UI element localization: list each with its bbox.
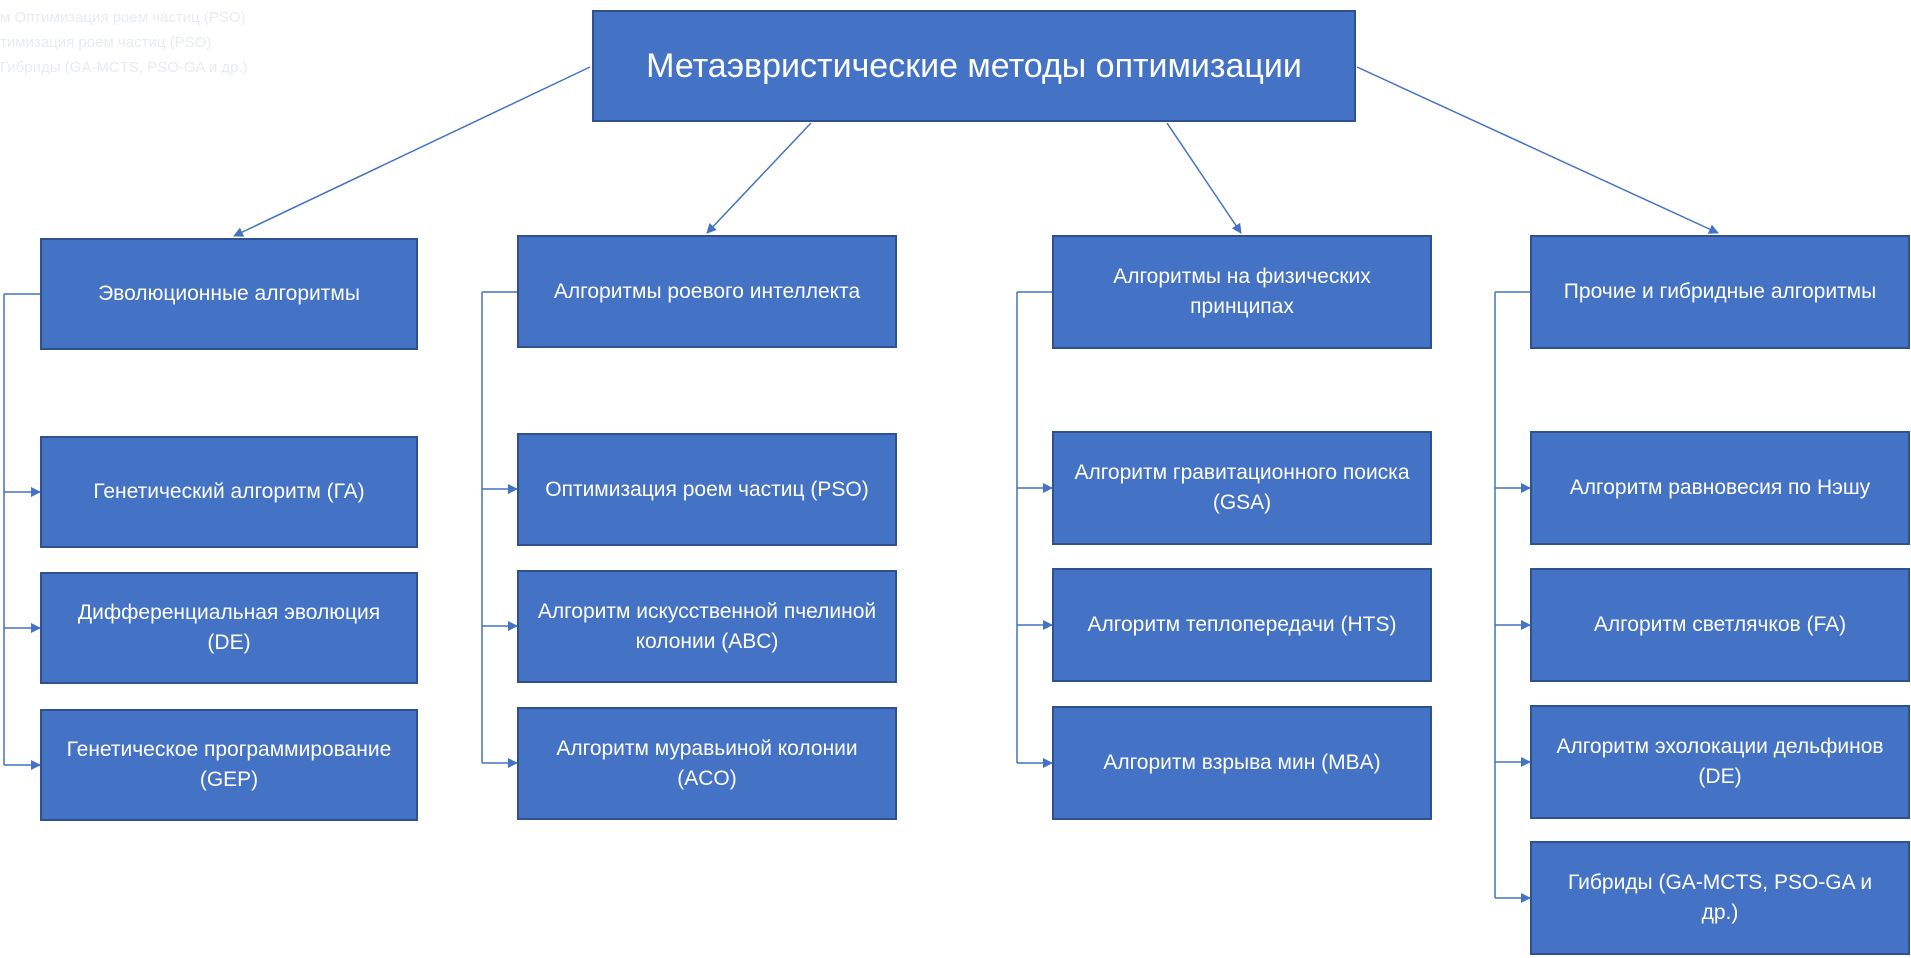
item-label: Гибриды (GA-MCTS, PSO-GA и др.)	[1567, 871, 1873, 924]
item-firefly[interactable]: Алгоритм светлячков (FA)	[1530, 568, 1910, 682]
root-to-branch-4-arrow	[1356, 66, 1719, 234]
item-differential-evolution[interactable]: Дифференциальная эволюция (DE)	[40, 572, 418, 684]
branch-title: Прочие и гибридные алгоритмы	[1563, 280, 1877, 303]
branch-title: Алгоритмы роевого интеллекта	[553, 279, 861, 303]
item-hybrids[interactable]: Гибриды (GA-MCTS, PSO-GA и др.)	[1530, 841, 1910, 955]
root-to-branch-2-arrow	[706, 122, 812, 234]
item-aco[interactable]: Алгоритм муравьиной колонии (ACO)	[517, 707, 897, 820]
item-genetic-programming[interactable]: Генетическое программирование (GEP)	[40, 709, 418, 821]
branch-evolutionary[interactable]: Эволюционные алгоритмы	[40, 238, 418, 350]
item-label: Алгоритм равновесия по Нэшу	[1569, 476, 1871, 499]
item-label: Алгоритм искусственной пчелиной колонии …	[537, 599, 877, 653]
branch-physics-based[interactable]: Алгоритмы на физических принципах	[1052, 235, 1432, 349]
faint-text-line-1: м Оптимизация роем частиц (PSO)	[0, 9, 246, 26]
item-genetic-algorithm[interactable]: Генетический алгоритм (ГА)	[40, 436, 418, 548]
item-pso[interactable]: Оптимизация роем частиц (PSO)	[517, 433, 897, 546]
item-abc[interactable]: Алгоритм искусственной пчелиной колонии …	[517, 570, 897, 683]
branch-other-hybrid[interactable]: Прочие и гибридные алгоритмы	[1530, 235, 1910, 349]
item-label: Генетическое программирование (GEP)	[66, 738, 392, 791]
item-label: Алгоритм эхолокации дельфинов (DE)	[1556, 735, 1884, 788]
item-label: Дифференциальная эволюция (DE)	[77, 601, 381, 654]
root-label: Метаэвристические методы оптимизации	[646, 47, 1302, 85]
item-label: Оптимизация роем частиц (PSO)	[545, 477, 869, 501]
item-mba[interactable]: Алгоритм взрыва мин (MBA)	[1052, 706, 1432, 820]
faint-text-line-3: Гибриды (GA-MCTS, PSO-GA и др.)	[0, 59, 248, 76]
item-label: Алгоритм светлячков (FA)	[1593, 613, 1847, 636]
branch-title: Алгоритмы на физических принципах	[1113, 265, 1371, 318]
item-label: Алгоритм гравитационного поиска (GSA)	[1074, 461, 1410, 514]
item-label: Алгоритм теплопередачи (HTS)	[1087, 613, 1397, 636]
item-label: Генетический алгоритм (ГА)	[93, 480, 365, 503]
item-hts[interactable]: Алгоритм теплопередачи (HTS)	[1052, 568, 1432, 682]
item-dolphin-echolocation[interactable]: Алгоритм эхолокации дельфинов (DE)	[1530, 705, 1910, 819]
item-label: Алгоритм взрыва мин (MBA)	[1103, 751, 1381, 774]
item-nash-equilibrium[interactable]: Алгоритм равновесия по Нэшу	[1530, 431, 1910, 545]
root-node[interactable]: Метаэвристические методы оптимизации	[592, 10, 1356, 122]
root-to-branch-1-arrow	[233, 66, 591, 237]
branch-swarm-intelligence[interactable]: Алгоритмы роевого интеллекта	[517, 235, 897, 348]
branch-title: Эволюционные алгоритмы	[98, 282, 360, 305]
item-gsa[interactable]: Алгоритм гравитационного поиска (GSA)	[1052, 431, 1432, 545]
item-label: Алгоритм муравьиной колонии (ACO)	[556, 736, 858, 790]
root-to-branch-3-arrow	[1166, 122, 1242, 234]
faint-text-line-2: тимизация роем частиц (PSO)	[0, 34, 212, 51]
